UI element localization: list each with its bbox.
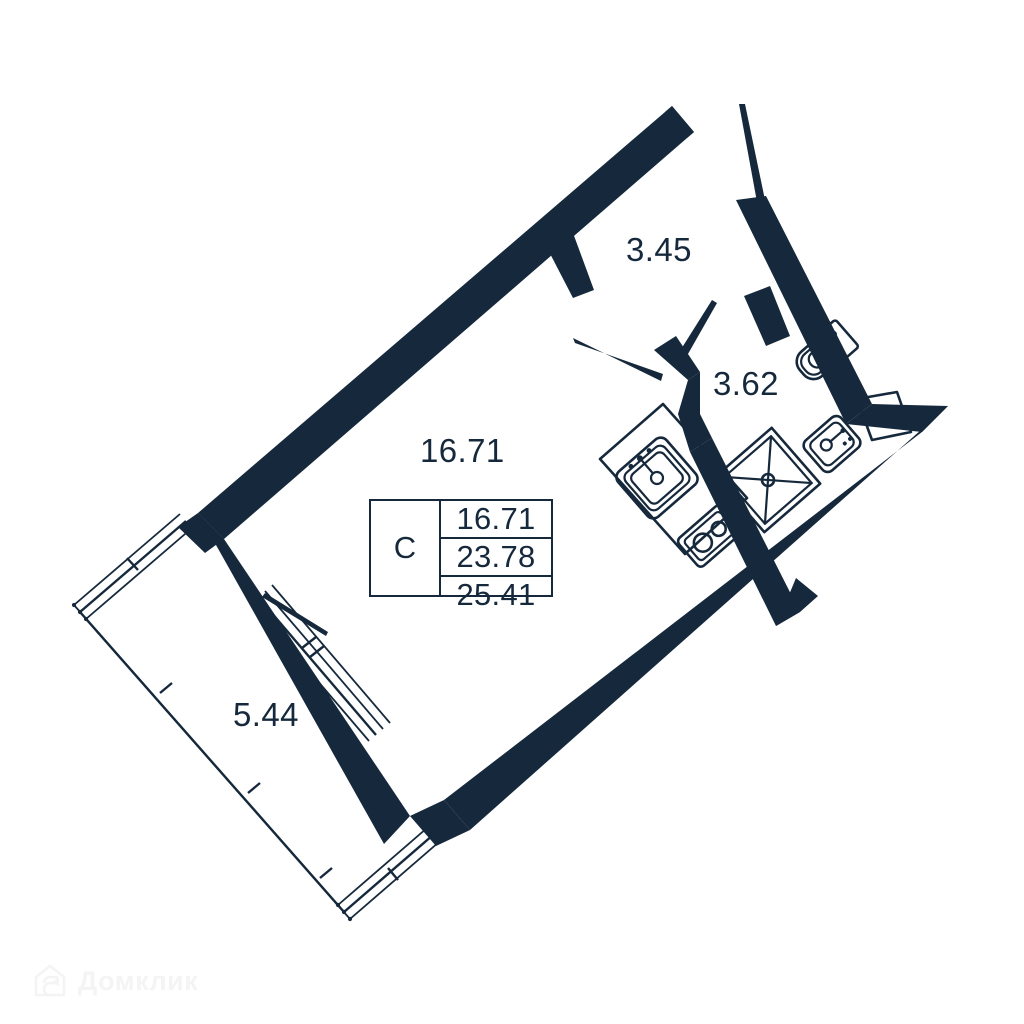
wall-partition-bath xyxy=(690,438,800,626)
room-label-balcony: 5.44 xyxy=(233,696,299,733)
door-group xyxy=(573,104,765,381)
area-living: 16.71 xyxy=(441,501,551,539)
entrance-door-leaf xyxy=(739,104,765,202)
toilet-icon xyxy=(795,319,860,381)
wall-group-interior xyxy=(654,336,818,626)
wall-exterior-southwest xyxy=(198,513,410,844)
basin-counter xyxy=(855,390,913,442)
apartment-type-code: C xyxy=(371,501,441,595)
wall-north-stub xyxy=(665,106,694,138)
wall-exterior-east xyxy=(846,404,948,432)
room-label-living-room: 16.71 xyxy=(420,432,505,469)
balcony-sliding-door xyxy=(250,584,391,742)
fixture-group-kitchen xyxy=(598,402,749,568)
wall-partition-hall-right xyxy=(744,286,790,346)
room-label-hallway: 3.45 xyxy=(626,231,692,268)
bathroom-door-leaf xyxy=(673,300,717,368)
kitchen-sink-icon xyxy=(615,436,699,520)
wall-south-corner xyxy=(410,800,470,846)
balcony-group xyxy=(71,513,455,922)
wall-exterior-northwest xyxy=(198,106,694,539)
area-total-with-balcony: 25.41 xyxy=(456,577,536,612)
wall-partition-kitchen-2 xyxy=(678,372,700,414)
kitchen-counter xyxy=(598,402,749,556)
wall-group-exterior xyxy=(178,106,948,846)
watermark-text: Домклик xyxy=(78,965,199,996)
wall-partition-bath-2 xyxy=(776,578,818,626)
watermark: Домклик xyxy=(31,962,198,1000)
wall-exterior-southeast xyxy=(444,406,948,830)
room-label-bathroom: 3.62 xyxy=(713,365,779,402)
kitchen-door-leaf xyxy=(573,338,663,381)
house-logo-icon xyxy=(34,964,66,997)
cooktop-icon xyxy=(676,504,743,568)
wall-west-corner-nub xyxy=(178,513,224,553)
wall-exterior-northeast xyxy=(736,196,872,424)
area-total: 23.78 xyxy=(441,539,551,577)
wall-partition-hall-left xyxy=(543,214,594,298)
wall-partition-kitchen-3 xyxy=(678,414,712,452)
washbasin-icon xyxy=(802,414,862,474)
area-summary-table: C 16.71 23.78 25.41 xyxy=(369,499,553,612)
